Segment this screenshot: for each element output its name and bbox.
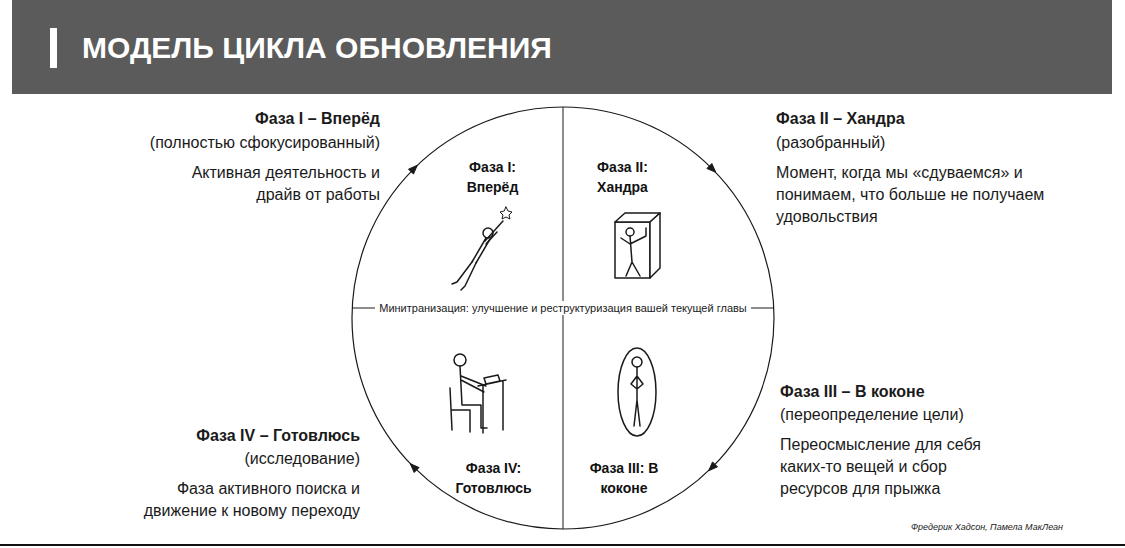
phase-description: (переопределение цели) <box>780 404 1080 426</box>
phase-name: Фаза IV: Готовлюсь <box>451 458 536 498</box>
phase-description: Активная деятельность и драйв от работы <box>150 162 380 206</box>
phase-quadrant: Фаза III: В коконе <box>588 458 660 498</box>
source-caption: Фредерик Хадсон, Памела МакЛеан <box>911 521 1063 533</box>
vertical-divider <box>563 107 564 529</box>
desk-figure <box>450 354 506 433</box>
phase-description: (разобранный) <box>776 132 1076 154</box>
cycle-arrowhead <box>410 464 419 473</box>
cocoon-figure <box>618 348 656 436</box>
boxed-figure <box>615 213 660 278</box>
cycle-arrowhead <box>408 165 417 174</box>
phase-quadrant: Фаза IV: Готовлюсь <box>451 458 536 498</box>
phase-description: Переосмысление для себя каких-то вещей и… <box>780 434 1010 500</box>
cycle-outline <box>352 107 774 529</box>
phase-quadrant: Фаза I: Вперёд <box>455 157 530 197</box>
phase-heading: Фаза I – Вперёд <box>80 108 380 130</box>
phase-heading: Фаза IV – Готовлюсь <box>60 425 360 447</box>
flying-figure <box>452 207 512 290</box>
phase-name: Фаза III: В коконе <box>588 458 660 498</box>
phase-description: (полностью сфокусированный) <box>80 132 380 154</box>
phase-name: Фаза I: Вперёд <box>455 157 530 197</box>
header-bar <box>12 0 1112 94</box>
header-accent <box>50 28 57 68</box>
phase-description: (исследование) <box>60 448 360 470</box>
phase-quadrant: Фаза II: Хандра <box>585 157 660 197</box>
cycle-circle: Минитранизация: улучшение и реструктуриз… <box>351 106 775 530</box>
circle-outline <box>351 106 775 530</box>
bottom-rule <box>0 544 1125 546</box>
phase-heading: Фаза III – В коконе <box>780 381 1080 403</box>
phase-name: Фаза II: Хандра <box>585 157 660 197</box>
band-label: Минитранизация: улучшение и реструктуриз… <box>375 301 751 315</box>
page-title: МОДЕЛЬ ЦИКЛА ОБНОВЛЕНИЯ <box>82 29 552 67</box>
phase-description: Фаза активного поиска и движение к новом… <box>105 478 360 522</box>
phase-heading: Фаза II – Хандра <box>776 108 1076 130</box>
cycle-arrowhead <box>707 163 716 172</box>
phase-description: Момент, когда мы «сдуваемся» и понимаем,… <box>776 162 1076 228</box>
cycle-arrowhead <box>709 462 718 471</box>
